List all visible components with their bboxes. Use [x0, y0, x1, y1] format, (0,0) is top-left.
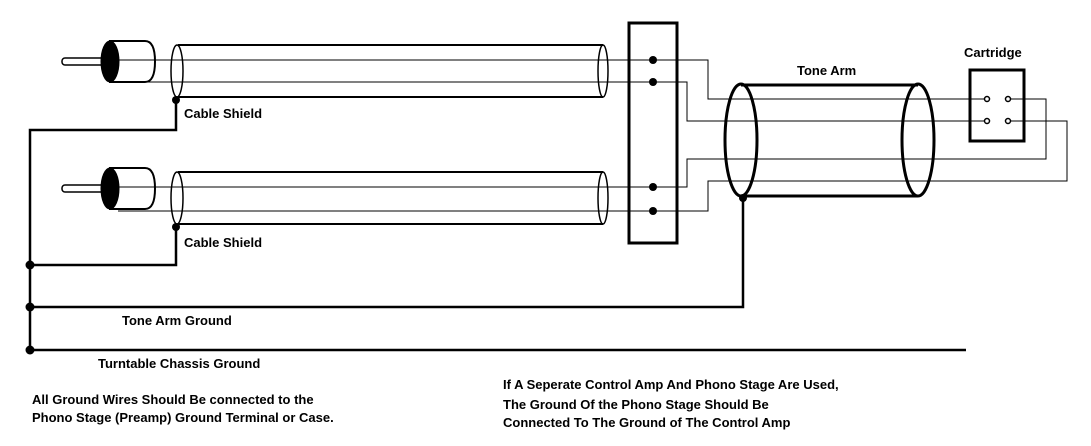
cable-shield-label-top: Cable Shield [184, 106, 262, 121]
signal-wires [653, 59, 1068, 212]
note-right-line-1: If A Seperate Control Amp And Phono Stag… [503, 377, 839, 392]
cable-shield-label-bottom: Cable Shield [184, 235, 262, 250]
note-left-line-1: All Ground Wires Should Be connected to … [32, 392, 314, 407]
note-left-line-2: Phono Stage (Preamp) Ground Terminal or … [32, 410, 334, 425]
rca-plug-top [61, 40, 157, 83]
tone-arm-ground-label: Tone Arm Ground [122, 313, 232, 328]
note-right-line-2: The Ground Of the Phono Stage Should Be [503, 397, 769, 412]
shielded-cable-bottom [118, 171, 653, 225]
note-right-line-3: Connected To The Ground of The Control A… [503, 415, 790, 430]
rca-plug-bottom [61, 167, 157, 210]
tone-arm-tube [723, 82, 936, 198]
cartridge [968, 68, 1026, 143]
terminal-block [627, 21, 679, 245]
ground-wiring [25, 96, 966, 355]
tone-arm-label: Tone Arm [797, 63, 856, 78]
chassis-ground-label: Turntable Chassis Ground [98, 356, 260, 371]
shielded-cable-top [118, 44, 653, 98]
cartridge-label: Cartridge [964, 45, 1022, 60]
